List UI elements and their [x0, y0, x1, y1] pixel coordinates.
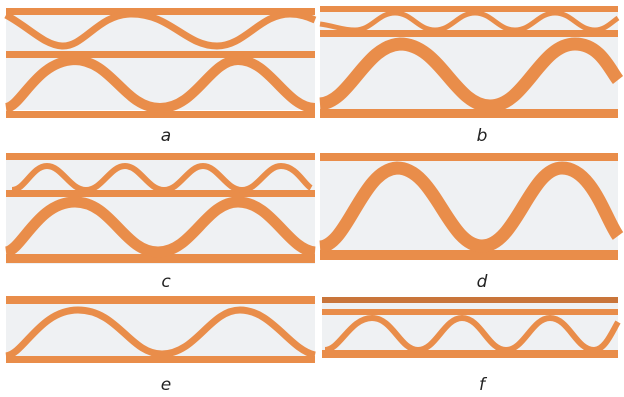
panel-e-label: e	[160, 375, 172, 395]
panel-d-liner-bottom	[320, 250, 618, 260]
panel-b-label: b	[476, 126, 488, 146]
panel-a-liner-middle	[6, 51, 315, 58]
panel-d-label: d	[476, 272, 488, 292]
panel-f-liner-bottom	[322, 350, 618, 358]
panel-b-flute-upper	[319, 10, 620, 33]
panel-c	[4, 153, 317, 264]
panel-c-liner-bottom	[6, 254, 315, 263]
panel-d-flute	[318, 161, 624, 254]
panel-b	[318, 6, 624, 118]
panel-c-liner-middle	[6, 190, 315, 197]
panel-e	[5, 296, 317, 363]
panel-b-liner-top	[320, 6, 618, 12]
panel-e-liner-bottom	[6, 356, 315, 363]
panel-f-label: f	[479, 375, 485, 395]
panel-f-liner-top	[322, 297, 618, 303]
panel-a-flute-lower	[4, 55, 316, 113]
panel-b-liner-bottom	[320, 109, 618, 118]
panel-b-liner-middle	[320, 30, 618, 37]
panel-f-liner-second	[322, 309, 618, 315]
panel-a-label: a	[160, 126, 172, 146]
panel-d-liner-top	[320, 153, 618, 161]
panel-c-flute-lower	[4, 196, 317, 258]
panel-a	[4, 8, 317, 118]
panel-c-label: c	[161, 272, 171, 292]
panel-f-background	[322, 300, 618, 358]
panel-f	[322, 297, 621, 358]
panel-a-liner-bottom	[6, 111, 315, 118]
panel-a-liner-top	[6, 8, 315, 15]
panel-b-flute-lower	[318, 37, 624, 113]
panel-a-flute-upper	[4, 10, 317, 50]
panel-c-liner-top	[6, 153, 315, 160]
panel-d	[318, 153, 624, 260]
panel-c-flute-upper	[11, 163, 313, 193]
panel-e-liner-top	[6, 296, 315, 304]
panel-e-flute	[5, 306, 317, 360]
panel-f-flute	[324, 315, 621, 353]
